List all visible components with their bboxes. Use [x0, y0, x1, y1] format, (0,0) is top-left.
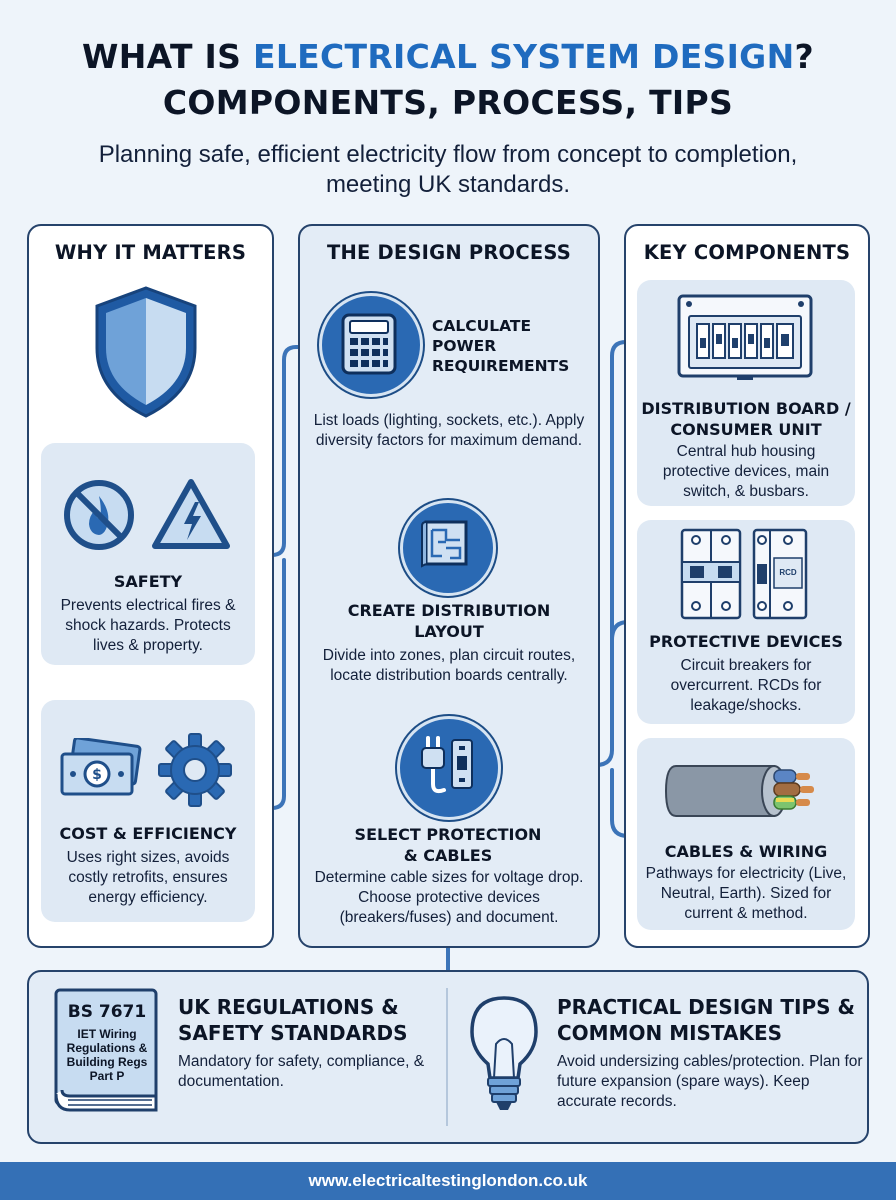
safety-text: Prevents electrical fires & shock hazard… — [60, 597, 236, 654]
cost-title: COST & EFFICIENCY — [59, 824, 237, 843]
book-line2: IET Wiring Regulations & Building Regs P… — [66, 1027, 148, 1083]
tips-text: Avoid undersizing cables/protection. Pla… — [557, 1053, 863, 1110]
step2-title: CREATE DISTRIBUTION LAYOUT — [347, 601, 551, 641]
step3-circle — [397, 716, 501, 820]
high-voltage-icon — [152, 479, 230, 549]
circuit-breaker-icon — [680, 528, 742, 620]
board-title: DISTRIBUTION BOARD / CONSUMER UNIT — [641, 399, 851, 439]
cables-title: CABLES & WIRING — [664, 842, 828, 861]
cost-text: Uses right sizes, avoids costly retrofit… — [66, 849, 230, 906]
cables-text: Pathways for electricity (Live, Neutral,… — [645, 865, 847, 922]
regulations-title: UK REGULATIONS & SAFETY STANDARDS — [178, 995, 408, 1045]
step2-circle — [400, 500, 496, 596]
no-fire-icon — [64, 480, 134, 550]
title-highlight: ELECTRICAL SYSTEM DESIGN — [252, 37, 795, 76]
cost-card — [41, 700, 255, 922]
regulations-book-icon — [54, 988, 158, 1112]
shield-icon — [95, 286, 197, 418]
step1-title: CALCULATE POWER REQUIREMENTS — [432, 317, 570, 375]
step3-text: Determine cable sizes for voltage drop. … — [314, 869, 584, 926]
process-heading: THE DESIGN PROCESS — [327, 241, 571, 264]
components-heading: KEY COMPONENTS — [643, 241, 851, 264]
step1-text: List loads (lighting, sockets, etc.). Ap… — [313, 412, 585, 449]
bottom-divider — [446, 988, 448, 1126]
calculator-icon — [341, 313, 397, 375]
protective-card — [637, 520, 855, 724]
lightbulb-icon — [470, 996, 538, 1110]
cable-icon — [664, 765, 814, 817]
money-icon: $ — [60, 738, 142, 796]
plug-breaker-icon — [421, 736, 473, 794]
bottom-panel — [27, 970, 869, 1144]
footer-bar: www.electricaltestinglondon.co.uk — [0, 1162, 896, 1200]
page-title: WHAT IS ELECTRICAL SYSTEM DESIGN? COMPON… — [0, 34, 896, 126]
title-part1: WHAT IS — [82, 37, 253, 76]
board-text: Central hub housing protective devices, … — [662, 443, 830, 500]
page-subtitle: Planning safe, efficient electricity flo… — [98, 141, 798, 198]
rcd-label: RCD — [779, 568, 797, 577]
footer-url-link[interactable]: www.electricaltestinglondon.co.uk — [308, 1171, 588, 1190]
why-heading: WHY IT MATTERS — [54, 241, 247, 264]
safety-title: SAFETY — [113, 572, 183, 591]
protective-title: PROTECTIVE DEVICES — [649, 632, 843, 651]
protective-text: Circuit breakers for overcurrent. RCDs f… — [670, 657, 822, 714]
safety-card — [41, 443, 255, 665]
step2-text: Divide into zones, plan circuit routes, … — [322, 647, 576, 684]
title-part2: ? — [794, 37, 814, 76]
consumer-unit-icon — [677, 294, 813, 380]
floor-plan-icon — [421, 520, 468, 568]
svg-text:$: $ — [92, 767, 102, 783]
rcd-icon — [752, 528, 808, 620]
book-line1: BS 7671 — [67, 1002, 147, 1022]
step3-title: SELECT PROTECTION & CABLES — [354, 825, 542, 865]
title-line2: COMPONENTS, PROCESS, TIPS — [162, 83, 734, 122]
gear-icon — [158, 733, 232, 807]
tips-title: PRACTICAL DESIGN TIPS & COMMON MISTAKES — [557, 995, 855, 1045]
regulations-text: Mandatory for safety, compliance, & docu… — [178, 1053, 425, 1090]
